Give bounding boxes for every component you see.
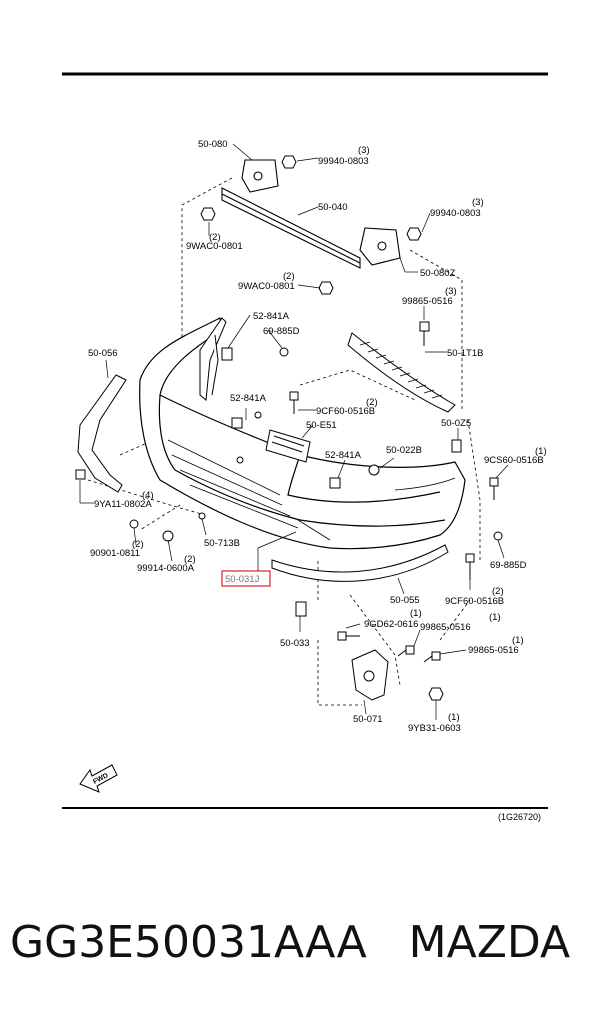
- qty-label: (2): [492, 586, 504, 597]
- parts-diagram: FWD 50-080 (3) 99940-0803 50-040 (3) 999…: [62, 72, 548, 822]
- part-label: 99865-0516: [468, 645, 519, 656]
- part-label: 9YB31-0603: [408, 723, 461, 734]
- qty-label: (3): [445, 286, 457, 297]
- part-label: 50-033: [280, 638, 310, 649]
- diagram-id: (1G26720): [498, 812, 541, 822]
- part-label: 9WAC0-0801: [238, 281, 295, 292]
- part-label: 99914-0600A: [137, 563, 195, 574]
- leader-lines: [79, 143, 509, 720]
- fwd-arrow-icon: FWD: [79, 764, 118, 793]
- fasteners: [75, 155, 503, 701]
- part-label: 50-080: [198, 139, 228, 150]
- qty-label: (2): [209, 232, 221, 243]
- reinforcement-bar-50-040: [221, 159, 401, 269]
- part-label: 99940-0803: [430, 208, 481, 219]
- part-label: 9GD62-0616: [364, 619, 418, 630]
- qty-label: (1): [535, 446, 547, 457]
- part-label: 50-071: [353, 714, 383, 725]
- qty-label: (2): [184, 554, 196, 565]
- part-label: 9CF60-0516B: [316, 406, 375, 417]
- plate-bracket-50-e51: [265, 429, 311, 463]
- part-label: 50-055: [390, 595, 420, 606]
- qty-label: (1): [489, 612, 501, 623]
- part-label: 69-885D: [490, 560, 527, 571]
- part-label: 50-080Z: [420, 268, 456, 279]
- qty-label: (4): [142, 490, 154, 501]
- highlight-box: [221, 570, 271, 587]
- part-label: 99865-0516: [402, 296, 453, 307]
- part-number-caption: GG3E50031AAA MAZDA: [10, 917, 571, 968]
- part-label: 50-0Z5: [441, 418, 471, 429]
- part-label: 99940-0803: [318, 156, 369, 167]
- part-label: 9CF60-0516B: [445, 596, 504, 607]
- grille-50-1t1b: [347, 332, 456, 413]
- qty-label: (2): [132, 539, 144, 550]
- side-bracket: [199, 317, 227, 401]
- part-label: 9YA11-0802A: [94, 499, 152, 510]
- part-label: 52-841A: [325, 450, 362, 461]
- lower-strip-50-055: [271, 544, 449, 582]
- part-label: 50-040: [318, 202, 348, 213]
- part-label: 50-1T1B: [447, 348, 483, 359]
- part-label: 50-713B: [204, 538, 240, 549]
- part-label-highlighted: 50-031J: [225, 574, 260, 585]
- trim-strip-50-056: [77, 374, 127, 493]
- qty-label: (2): [283, 271, 295, 282]
- bracket-50-071: [351, 649, 389, 701]
- qty-label: (3): [472, 197, 484, 208]
- part-label: 9CS60-0516B: [484, 455, 544, 466]
- part-label: 90901-0811: [90, 548, 140, 559]
- part-label: 99865-0516: [420, 622, 471, 633]
- part-label: 50-056: [88, 348, 118, 359]
- part-label: 69-885D: [263, 326, 300, 337]
- part-label: 9WAC0-0801: [186, 241, 243, 252]
- qty-label: (1): [448, 712, 460, 723]
- bumper-shell-50-031j: [139, 317, 466, 550]
- qty-label: (3): [358, 145, 370, 156]
- part-label: 50-022B: [386, 445, 422, 456]
- part-labels: 50-080 (3) 99940-0803 50-040 (3) 99940-0…: [88, 139, 547, 822]
- qty-label: (1): [512, 635, 524, 646]
- qty-label: (1): [410, 608, 422, 619]
- part-label: 52-841A: [253, 311, 290, 322]
- part-label: 52-841A: [230, 393, 267, 404]
- qty-label: (2): [366, 397, 378, 408]
- part-label: 50-E51: [306, 420, 337, 431]
